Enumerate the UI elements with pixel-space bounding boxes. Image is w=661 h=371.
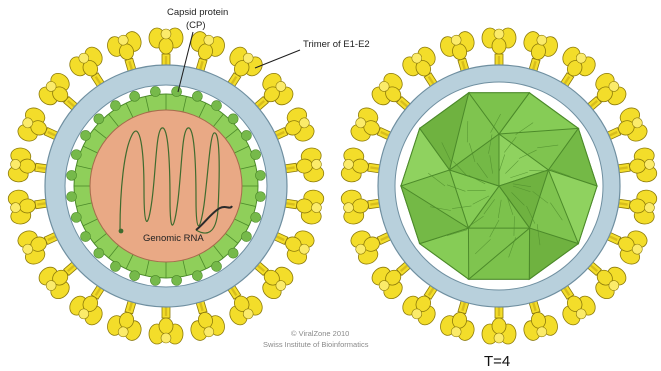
- capsid-protein-abbrev: (CP): [186, 20, 206, 31]
- genomic-rna-label: Genomic RNA: [143, 233, 204, 244]
- trimer-label: Trimer of E1-E2: [303, 39, 370, 50]
- virion-cross-section: [7, 28, 325, 344]
- capsid-protein-label: Capsid protein: [167, 7, 228, 18]
- genomic-rna-cap: [119, 229, 124, 234]
- triangulation-label: T=4: [484, 353, 510, 370]
- credit-line-2: Swiss Institute of Bioinformatics: [263, 340, 369, 349]
- icosahedral-capsid: [401, 93, 597, 279]
- virion-external-view: [340, 28, 658, 344]
- credit-line-1: © ViralZone 2010: [291, 329, 349, 338]
- trimer-callout-line: [255, 50, 300, 68]
